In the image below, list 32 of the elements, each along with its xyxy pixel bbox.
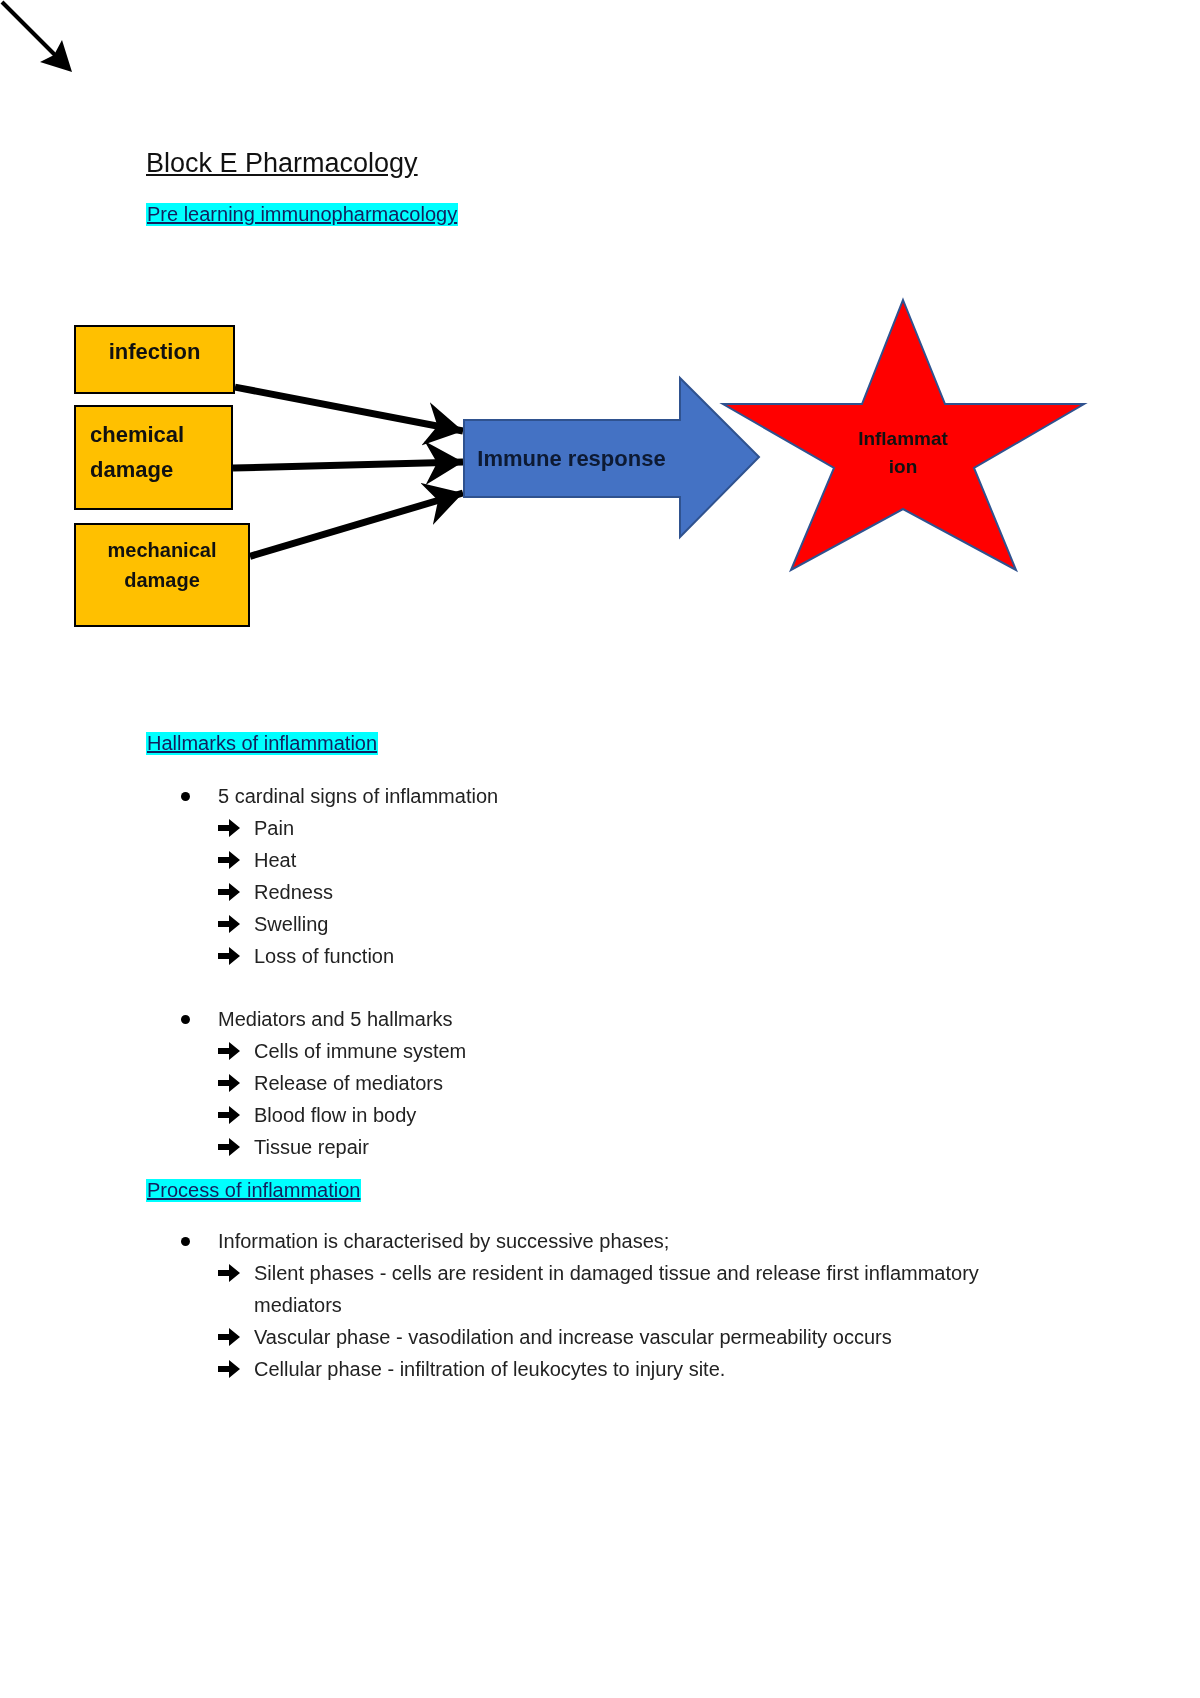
cause-box xyxy=(74,405,233,510)
star-shape xyxy=(722,299,1085,571)
arrow xyxy=(232,441,464,485)
node-text: chemical damage xyxy=(90,421,186,484)
list-item-text: Information is characterised by successive phases; xyxy=(218,1229,671,1254)
section-heading: Pre learning immunopharmacology xyxy=(146,203,459,226)
node-text: Inflammat ion xyxy=(857,427,949,479)
arrow xyxy=(234,383,464,446)
list-item-text: Blood flow in body xyxy=(254,1103,418,1128)
list-item-text: Pain xyxy=(254,816,296,841)
list-item-text: Silent phases - cells are resident in damaged tissue and release first inflammatory mediators xyxy=(254,1261,980,1318)
list-item-text: Tissue repair xyxy=(254,1135,370,1160)
page-title: Block E Pharmacology xyxy=(146,148,418,179)
node-text: Immune response xyxy=(477,445,666,472)
list-item-text: Release of mediators xyxy=(254,1071,444,1096)
list-item-text: Cellular phase - infiltration of leukocytes to injury site. xyxy=(254,1357,727,1382)
list-item-text: Vascular phase - vasodilation and increase vascular permeability occurs xyxy=(254,1325,893,1350)
list-item-text: Cells of immune system xyxy=(254,1039,468,1064)
block-arrow xyxy=(463,377,760,538)
cause-box xyxy=(74,523,250,627)
arrow xyxy=(249,482,464,560)
section-heading: Process of inflammation xyxy=(146,1179,362,1202)
section-heading: Hallmarks of inflammation xyxy=(146,732,379,755)
list-item-text: Loss of function xyxy=(254,944,396,969)
node-text: mechanical damage xyxy=(106,538,218,593)
list-item-text: Mediators and 5 hallmarks xyxy=(218,1007,454,1032)
cause-box xyxy=(74,325,235,394)
list-item-text: 5 cardinal signs of inflammation xyxy=(218,784,500,809)
list-item-text: Swelling xyxy=(254,912,330,937)
list-item-text: Redness xyxy=(254,880,334,905)
list-item-text: Heat xyxy=(254,848,298,873)
node-text: infection xyxy=(107,338,202,366)
